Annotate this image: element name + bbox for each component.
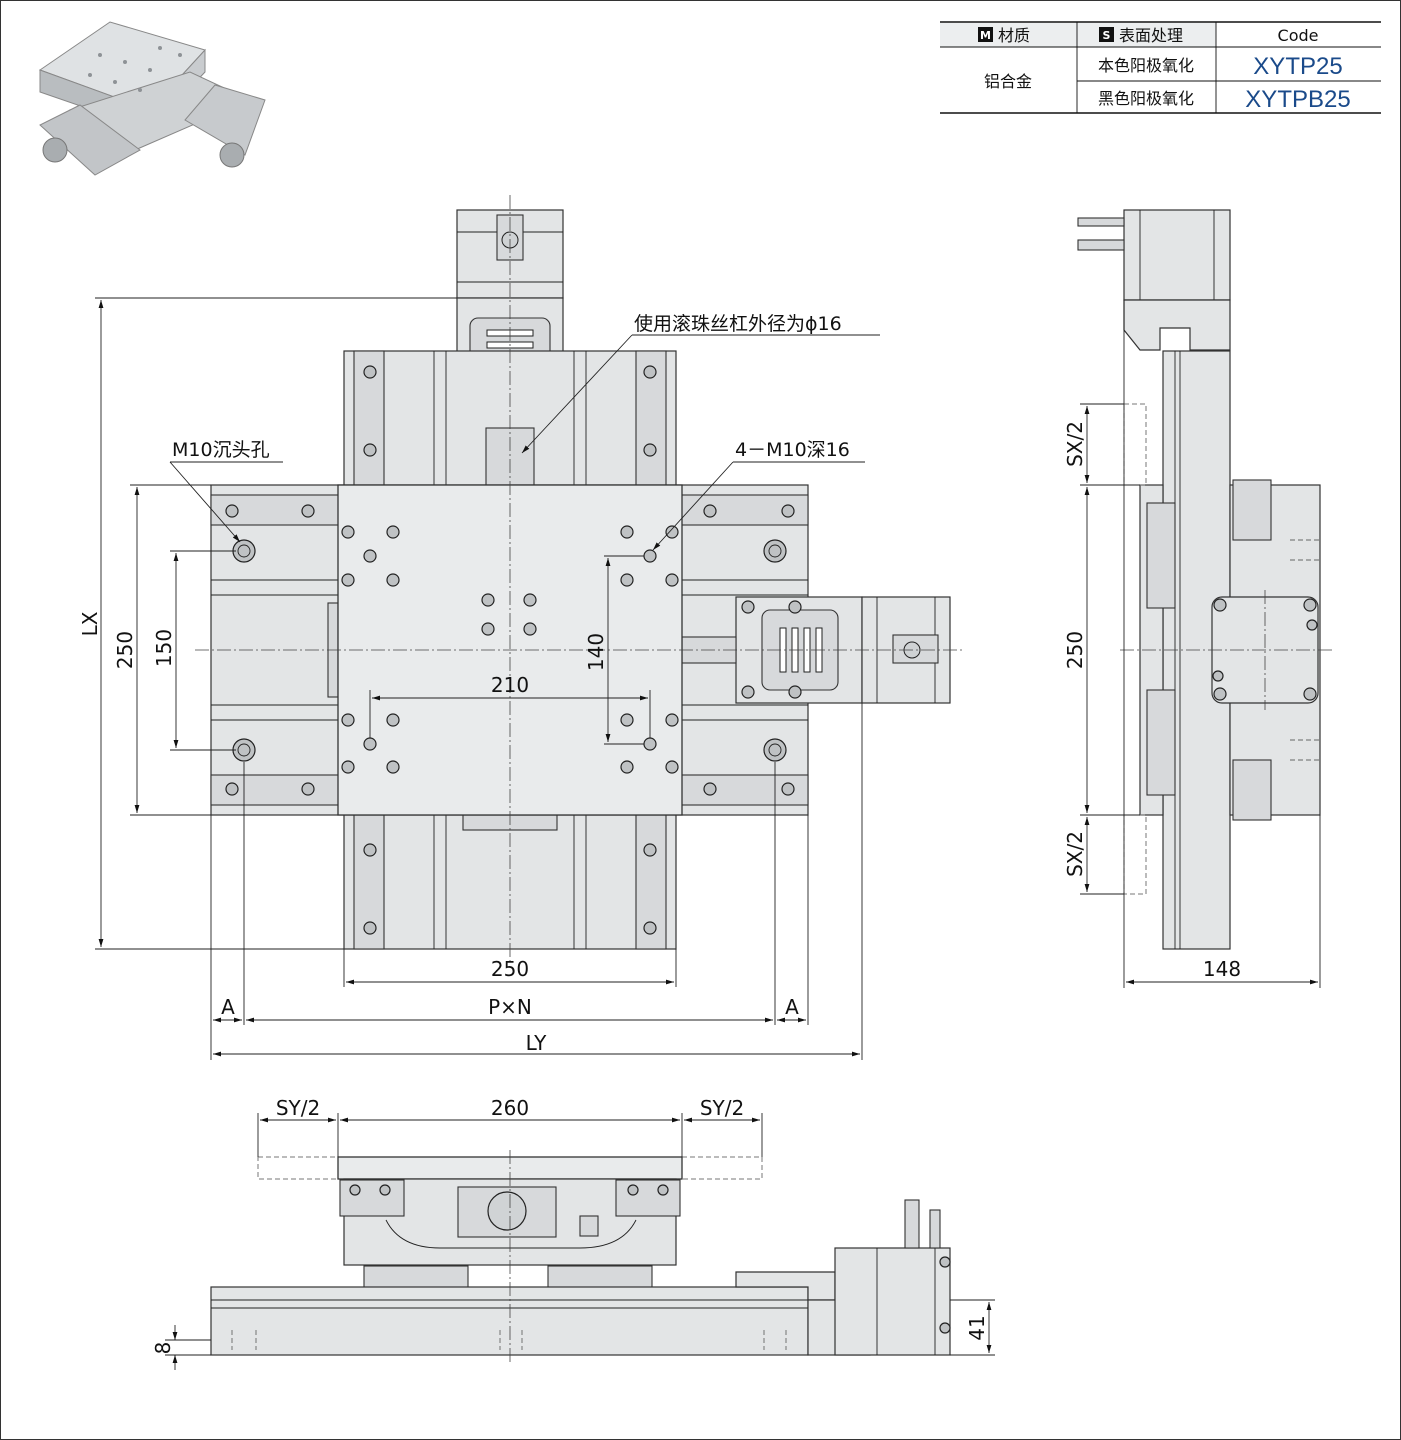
dim-a-right: A (785, 995, 799, 1019)
top-view (195, 195, 965, 965)
x-base-holes (363, 365, 657, 935)
dim-ly: LY (526, 1031, 547, 1055)
code-header: Code (1278, 26, 1319, 45)
dim-sy2-right: SY/2 (700, 1096, 744, 1120)
material-badge: M (980, 29, 991, 42)
dim-a-left: A (221, 995, 235, 1019)
side-motor (1123, 209, 1231, 301)
dim-pxn: P×N (488, 995, 532, 1019)
dim-250-horizontal: 250 (491, 957, 529, 981)
dim-210: 210 (491, 673, 529, 697)
dim-sy2-left: SY/2 (276, 1096, 320, 1120)
surface-badge-box (1099, 27, 1114, 42)
dim-41: 41 (965, 1315, 989, 1340)
dim-148: 148 (1203, 957, 1241, 981)
front-view (210, 1150, 951, 1365)
front-base (210, 1286, 809, 1356)
surface-badge: S (1103, 29, 1111, 42)
dim-250-side: 250 (1063, 631, 1087, 669)
top-view-dimensions: LX 250 150 140 210 250 A P×N (78, 297, 880, 1060)
material-badge-box (978, 27, 993, 42)
dim-8: 8 (151, 1342, 175, 1355)
surface-header: 表面处理 (1119, 26, 1183, 45)
side-view-dimensions: SX/2 250 SX/2 148 (1063, 300, 1321, 988)
callout-counterbore: M10沉头孔 (172, 439, 270, 461)
surface-cell-natural: 本色阳极氧化 (1098, 56, 1194, 75)
y-base-holes (225, 504, 795, 796)
front-view-dimensions: SY/2 260 SY/2 8 41 (151, 1096, 995, 1370)
counterbore-holes (232, 539, 787, 762)
dim-lx: LX (78, 611, 102, 636)
dim-250-vertical: 250 (113, 631, 137, 669)
dim-150: 150 (152, 629, 176, 667)
material-cell: 铝合金 (984, 72, 1032, 91)
dim-260: 260 (491, 1096, 529, 1120)
product-photo (38, 21, 266, 176)
dim-sx2-bottom: SX/2 (1063, 831, 1087, 877)
code-cell-xytpb25: XYTPB25 (1245, 86, 1350, 113)
spec-table: M 材质 S 表面处理 Code 铝合金 本色阳极氧化 黑色阳极氧化 XYTP2… (940, 21, 1381, 114)
code-cell-xytp25: XYTP25 (1253, 53, 1342, 80)
callout-tapped: 4－M10深16 (735, 439, 850, 461)
dim-sx2-top: SX/2 (1063, 421, 1087, 467)
dim-140: 140 (584, 633, 608, 671)
callout-ball-screw: 使用滚珠丝杠外径为ϕ16 (634, 313, 842, 335)
material-header: 材质 (998, 26, 1030, 45)
surface-cell-black: 黑色阳极氧化 (1098, 89, 1194, 108)
front-motor (834, 1247, 951, 1356)
side-view (1077, 209, 1335, 950)
